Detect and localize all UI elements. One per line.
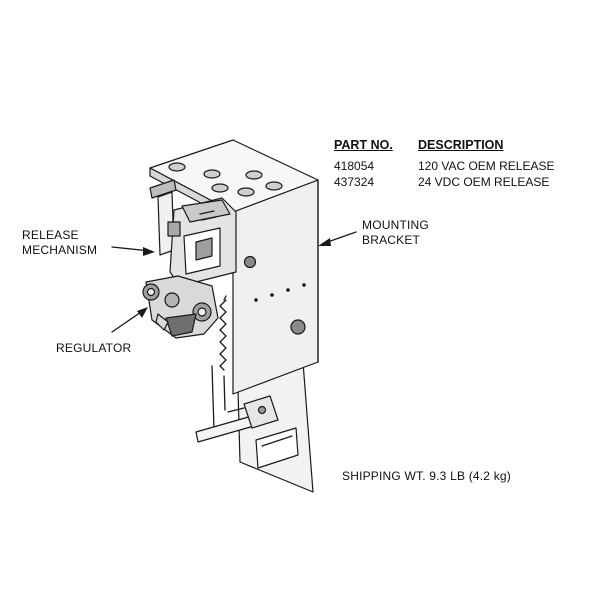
linkage — [195, 365, 279, 443]
spring — [219, 295, 227, 411]
shipping-weight: SHIPPING WT. 9.3 LB (4.2 kg) — [342, 469, 511, 483]
release-mechanism-label-line2: MECHANISM — [22, 243, 98, 257]
regulator — [142, 275, 219, 339]
description-header: DESCRIPTION — [418, 138, 504, 152]
back-plate — [237, 361, 314, 493]
release-mechanism-arrow — [111, 246, 155, 256]
part-no-header: PART NO. — [334, 138, 393, 152]
regulator-arrow — [111, 307, 148, 333]
description-cell: 120 VAC OEM RELEASE — [418, 159, 555, 173]
part-no-cell: 418054 — [334, 159, 375, 173]
description-cell: 24 VDC OEM RELEASE — [418, 175, 550, 189]
regulator-label: REGULATOR — [56, 341, 132, 355]
mounting-bracket-arrow — [318, 231, 357, 246]
mount-hole-icon — [243, 255, 257, 269]
mount-hole-icon — [290, 319, 306, 335]
release-mechanism — [149, 179, 237, 303]
release-mechanism-label-line1: RELEASE — [22, 228, 79, 242]
part-no-cell: 437324 — [334, 175, 375, 189]
mounting-bracket-label-line2: BRACKET — [362, 233, 421, 247]
mounting-bracket-label-line1: MOUNTING — [362, 218, 429, 232]
mounting-bracket — [232, 179, 319, 395]
